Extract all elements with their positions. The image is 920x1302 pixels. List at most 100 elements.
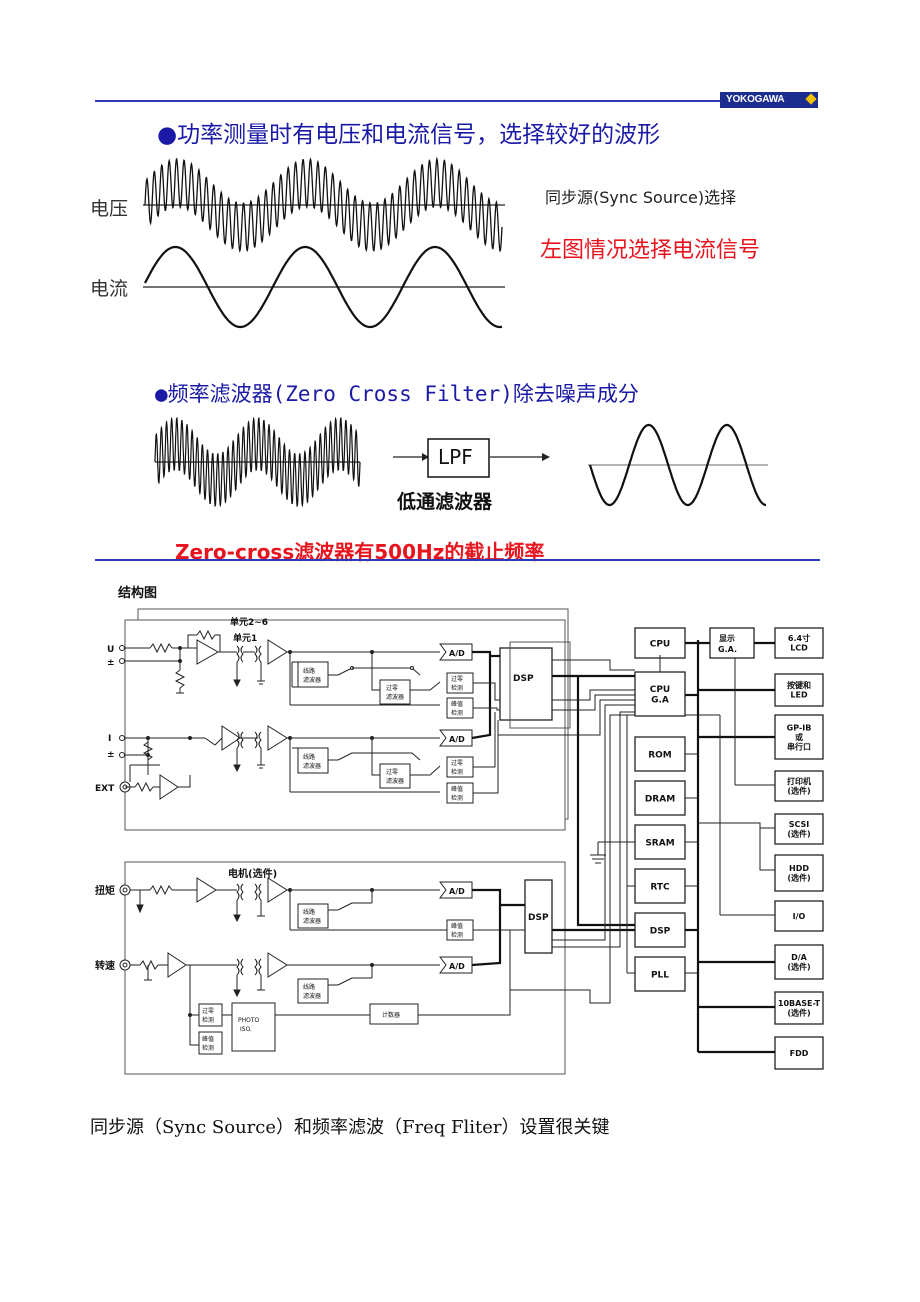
svg-text:检测: 检测 (451, 794, 463, 802)
svg-text:线路: 线路 (303, 908, 315, 916)
input-torque-label: 扭矩 (95, 884, 115, 897)
lpf-caption: 低通滤波器 (397, 491, 493, 513)
diagram-title: 结构图 (118, 585, 157, 601)
center-box-sram (634, 824, 686, 860)
right-box-d-a-label: (选件) (787, 962, 810, 972)
right-box-d-a-label: D/A (791, 953, 808, 962)
unit1-label: 单元1 (233, 632, 257, 644)
svg-text:滤波器: 滤波器 (303, 762, 321, 770)
right-box-fdd (774, 1036, 824, 1070)
input-u-label: U (107, 645, 114, 655)
ad-block-i (439, 729, 473, 747)
right-box---label: 打印机 (787, 776, 811, 786)
motor-label: 电机(选件) (228, 867, 277, 880)
center-box-dsp-label: DSP (650, 926, 671, 936)
svg-text:ISO.: ISO. (240, 1026, 252, 1033)
section1-heading: ●功率测量时有电压和电流信号，选择较好的波形 (157, 122, 661, 148)
svg-text:A/D: A/D (449, 887, 465, 896)
svg-text:PHOTO: PHOTO (238, 1017, 260, 1024)
center-box-dsp (634, 912, 686, 948)
center-box-cpu-label: CPU (650, 639, 671, 649)
right-box-hdd (774, 854, 824, 892)
svg-text:A/D: A/D (449, 649, 465, 658)
center-box-rtc (634, 868, 686, 904)
voltage-noisy-wave (144, 156, 503, 253)
top-rule (95, 100, 720, 102)
svg-text:线路: 线路 (303, 983, 315, 991)
svg-text:检测: 检测 (451, 768, 463, 776)
dsp-motor (524, 879, 553, 954)
voltage-current-waveforms (143, 156, 768, 508)
svg-text:峰值: 峰值 (451, 785, 463, 793)
lpf-box (427, 438, 490, 478)
right-box-10base-t-label: 10BASE-T (778, 999, 821, 1008)
yokogawa-logo: YOKOGAWA (720, 92, 818, 108)
mid-rule (95, 559, 820, 561)
svg-text:滤波器: 滤波器 (303, 992, 321, 1000)
dsp-unit1 (499, 647, 553, 721)
section2-heading: ●频率滤波器(Zero Cross Filter)除去噪声成分 (155, 382, 639, 406)
center-box-pll (634, 956, 686, 992)
right-box-10base-t (774, 991, 824, 1025)
input-u-pm-label: ± (107, 658, 115, 668)
input-ext-label: EXT (95, 784, 115, 794)
right-box-scsi-label: (选件) (787, 829, 810, 839)
svg-text:检测: 检测 (202, 1044, 214, 1052)
svg-text:过零: 过零 (386, 768, 398, 776)
right-box-hdd-label: (选件) (787, 873, 810, 883)
svg-text:过零: 过零 (386, 684, 398, 692)
right-box-gp-ib-label: GP-IB (787, 723, 812, 732)
svg-text:计数器: 计数器 (382, 1011, 400, 1019)
right-box---label: LED (790, 691, 808, 700)
right-box-10base-t-label: (选件) (787, 1008, 810, 1018)
center-box-cpu-g-a-label: G.A (651, 696, 669, 706)
center-box-rtc-label: RTC (650, 882, 670, 892)
right-box-i-o-label: I/O (793, 912, 806, 921)
current-sine-wave (144, 245, 503, 329)
center-box-dram (634, 780, 686, 816)
clean-output-wave (588, 423, 766, 507)
ad-block-torque (439, 881, 473, 899)
center-box-rom-label: ROM (648, 750, 672, 760)
svg-text:滤波器: 滤波器 (386, 777, 404, 785)
current-label: 电流 (90, 278, 129, 300)
right-box-gp-ib-label: 或 (795, 732, 803, 742)
svg-text:滤波器: 滤波器 (386, 693, 404, 701)
svg-text:DSP: DSP (513, 674, 534, 684)
input-speed-label: 转速 (95, 959, 115, 972)
voltage-label: 电压 (90, 198, 129, 220)
center-box-dram-label: DRAM (645, 794, 675, 804)
footer-text: 同步源（Sync Source）和频率滤波（Freq Fliter）设置很关键 (90, 1117, 610, 1138)
sync-source-note: 同步源(Sync Source)选择 (545, 188, 737, 207)
structure-diagram: 结构图 单元2~6 单元1 电机(选件) U ± I ± EXT 扭矩 转速 (95, 585, 824, 1075)
svg-text:DSP: DSP (528, 913, 549, 923)
logo-text: YOKOGAWA (726, 94, 785, 105)
svg-text:A/D: A/D (449, 962, 465, 971)
right-box-scsi (774, 813, 824, 845)
svg-text:检测: 检测 (451, 684, 463, 692)
svg-text:显示: 显示 (719, 634, 735, 643)
center-box-sram-label: SRAM (645, 838, 674, 848)
right-box-d-a (774, 944, 824, 980)
svg-text:过零: 过零 (202, 1007, 214, 1015)
right-box-6-4--label: 6.4寸 (788, 633, 810, 643)
right-box-fdd-label: FDD (790, 1049, 809, 1058)
current-select-note: 左图情况选择电流信号 (540, 238, 761, 263)
right-box-scsi-label: SCSI (789, 820, 810, 829)
right-box-6-4--label: LCD (790, 644, 808, 653)
center-box-cpu-g-a-label: CPU (650, 685, 671, 695)
svg-text:检测: 检测 (451, 931, 463, 939)
ad-block-u (439, 643, 473, 661)
svg-text:滤波器: 滤波器 (303, 917, 321, 925)
ad-block-speed (439, 956, 473, 974)
svg-text:线路: 线路 (303, 753, 315, 761)
right-box-- (774, 770, 824, 802)
input-i-pm-label: ± (107, 750, 115, 760)
right-box-gp-ib-label: 串行口 (787, 741, 811, 751)
svg-text:峰值: 峰值 (451, 922, 463, 930)
center-box-rom (634, 736, 686, 772)
input-i-label: I (108, 734, 111, 744)
lpf-label: LPF (438, 445, 473, 469)
right-box-hdd-label: HDD (789, 864, 809, 873)
svg-text:检测: 检测 (202, 1016, 214, 1024)
